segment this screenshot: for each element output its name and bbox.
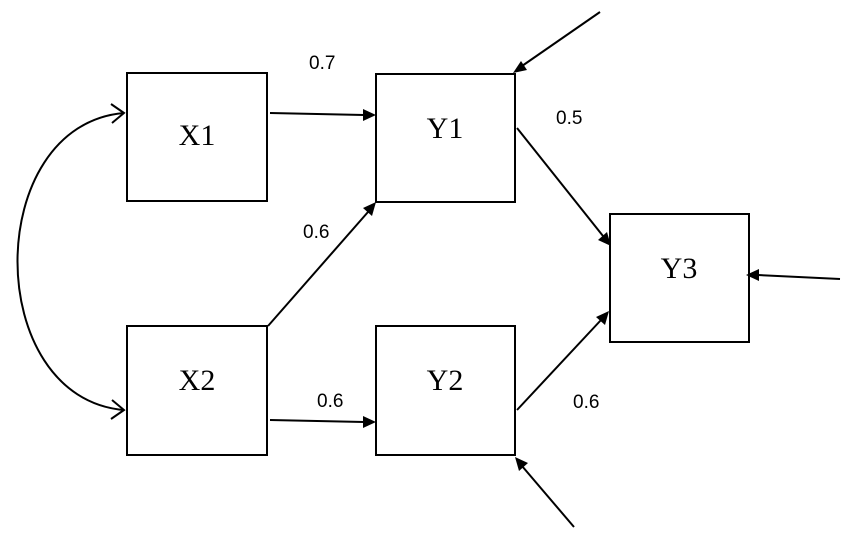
edge-x2-y2-arrowhead [363,416,376,428]
node-y3: Y3 [609,213,750,343]
node-x1-label: X1 [179,119,216,152]
error-arrow-y1-arrowhead [513,61,527,73]
node-y1: Y1 [375,73,516,203]
node-y2-box [375,325,516,456]
node-y1-box [375,73,516,203]
correlation-arrowhead-top [110,103,126,124]
correlation-arrowhead-bottom [110,399,126,420]
edge-x2-y2 [269,419,365,423]
error-arrow-y1 [521,11,601,67]
edge-y2-y3-arrowhead [596,311,609,325]
node-x2-box [126,325,268,456]
node-y1-label: Y1 [427,112,464,145]
node-y3-box [609,213,750,343]
edge-x2-y1-arrowhead [363,202,376,216]
edge-x2-y1 [267,211,369,327]
node-y2-label: Y2 [427,364,464,397]
node-x2: X2 [126,325,268,456]
edge-x1-y1-arrowhead [363,109,376,121]
node-y3-label: Y3 [661,252,698,285]
error-arrow-y3 [757,274,841,280]
error-arrow-y2-arrowhead [515,457,528,471]
edge-y2-y3 [516,319,602,411]
coef-x1-y1: 0.7 [309,53,335,74]
error-arrow-y2 [521,465,575,528]
node-x1-box [126,72,268,202]
coef-x2-y1: 0.6 [303,222,329,243]
node-x1: X1 [126,72,268,202]
node-y2: Y2 [375,325,516,456]
edge-x1-y1 [269,112,365,116]
coef-y2-y3: 0.6 [573,392,599,413]
node-x2-label: X2 [179,364,216,397]
edge-y1-y3-arrowhead [598,232,611,246]
edge-y1-y3 [516,127,604,237]
correlation-x1-x2-curve [16,112,125,411]
error-arrow-y3-arrowhead [746,269,759,281]
coef-y1-y3: 0.5 [556,108,582,129]
coef-x2-y2: 0.6 [317,391,343,412]
